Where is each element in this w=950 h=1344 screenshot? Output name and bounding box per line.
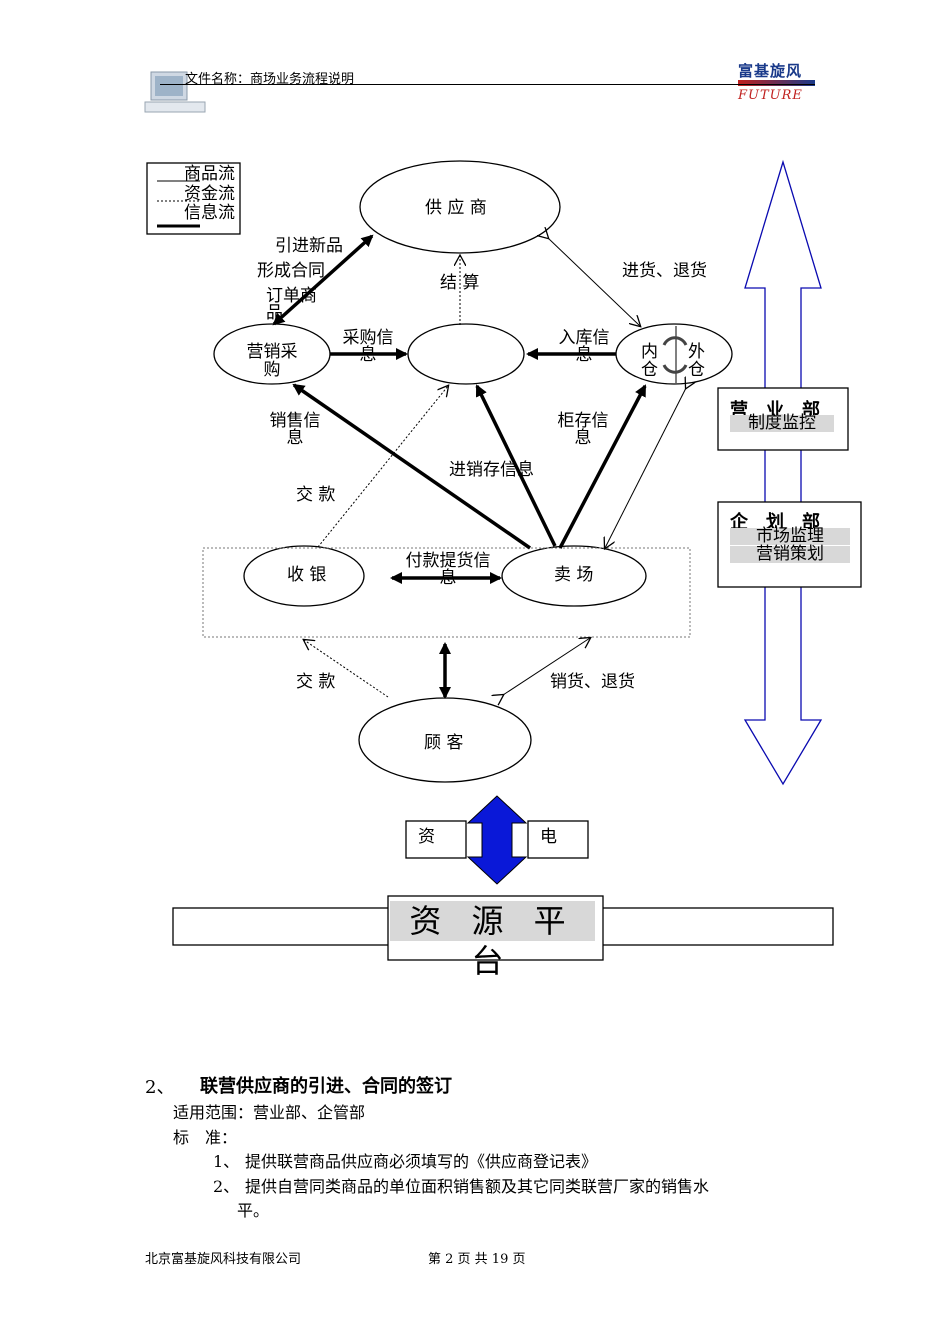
- label-sales-info: 销售信息: [269, 411, 321, 448]
- management-double-arrow: [743, 159, 823, 786]
- label-pay-bottom: 交 款: [296, 672, 336, 692]
- legend-info-flow: 信息流: [184, 203, 235, 223]
- legend-box: [146, 162, 241, 235]
- company-logo-english: FUTURE: [738, 88, 803, 103]
- label-storage-info: 入库信息: [558, 328, 610, 365]
- outer-warehouse-label: 外: [688, 342, 705, 362]
- label-sell-return: 销货、退货: [550, 672, 635, 692]
- item-1-number: 1、: [213, 1152, 240, 1171]
- scope-line: 适用范围：营业部、企管部: [173, 1103, 366, 1122]
- label-contract: 形成合同: [257, 261, 325, 281]
- label-order: 订单商品: [266, 286, 317, 323]
- inner-warehouse-label: 内: [641, 342, 658, 362]
- header-rule: [160, 84, 815, 85]
- document-title: 文件名称：商场业务流程说明: [185, 72, 355, 87]
- legend-goods-flow: 商品流: [184, 164, 235, 184]
- label-pay-left: 交 款: [296, 485, 336, 505]
- section-title: 联营供应商的引进、合同的签订: [200, 1076, 452, 1097]
- inner-warehouse-label-2: 仓: [641, 360, 658, 380]
- computer-icon: [144, 71, 206, 113]
- label-stock-return: 进货、退货: [622, 261, 707, 281]
- label-purchase-info: 采购信息: [342, 328, 394, 365]
- label-inventory-info: 进销存信息: [449, 460, 534, 480]
- resource-platform-label: 资 源 平 台: [390, 901, 595, 980]
- platform-double-arrow: [466, 795, 528, 885]
- label-resource: 资: [418, 827, 435, 847]
- label-introduce: 引进新品: [275, 236, 343, 256]
- section-number: 2、: [145, 1077, 175, 1098]
- legend-money-flow: 资金流: [184, 184, 235, 204]
- planning-dept-title: 企 划 部: [730, 512, 820, 533]
- center-node: [407, 323, 525, 385]
- item-2-continuation: 平。: [237, 1201, 270, 1220]
- footer-company: 北京富基旋风科技有限公司: [145, 1252, 302, 1267]
- planning-dept-item-2: 营销策划: [730, 546, 850, 563]
- outer-warehouse-label-2: 仓: [688, 360, 705, 380]
- customer-label: 顾 客: [424, 733, 464, 753]
- item-1-text: 提供联营商品供应商必须填写的《供应商登记表》: [245, 1152, 598, 1171]
- company-logo-text: 富基旋风: [738, 62, 803, 80]
- warehouse-node: [615, 323, 733, 385]
- cashier-label: 收 银: [287, 565, 327, 585]
- footer-page-number: 第 2 页 共 19 页: [428, 1252, 526, 1267]
- supplier-node: [359, 160, 561, 254]
- store-label: 卖 场: [554, 565, 594, 585]
- logo-bar: [738, 80, 815, 86]
- cashier-node: [243, 545, 365, 607]
- label-settle: 结 算: [440, 273, 480, 293]
- item-2-number: 2、: [213, 1177, 240, 1196]
- business-dept-item: 制度监控: [730, 415, 834, 432]
- marketing-label: 营销采购: [246, 342, 298, 380]
- planning-dept-item-1: 市场监理: [730, 528, 850, 545]
- label-counter-info: 柜存信息: [557, 411, 609, 448]
- item-2-text: 提供自营同类商品的单位面积销售额及其它同类联营厂家的销售水: [245, 1177, 710, 1196]
- standard-line: 标 准：: [173, 1128, 238, 1147]
- label-electric: 电: [540, 827, 557, 847]
- supplier-label: 供 应 商: [425, 198, 487, 218]
- store-node: [501, 545, 647, 607]
- label-pay-info: 付款提货信息: [405, 551, 491, 588]
